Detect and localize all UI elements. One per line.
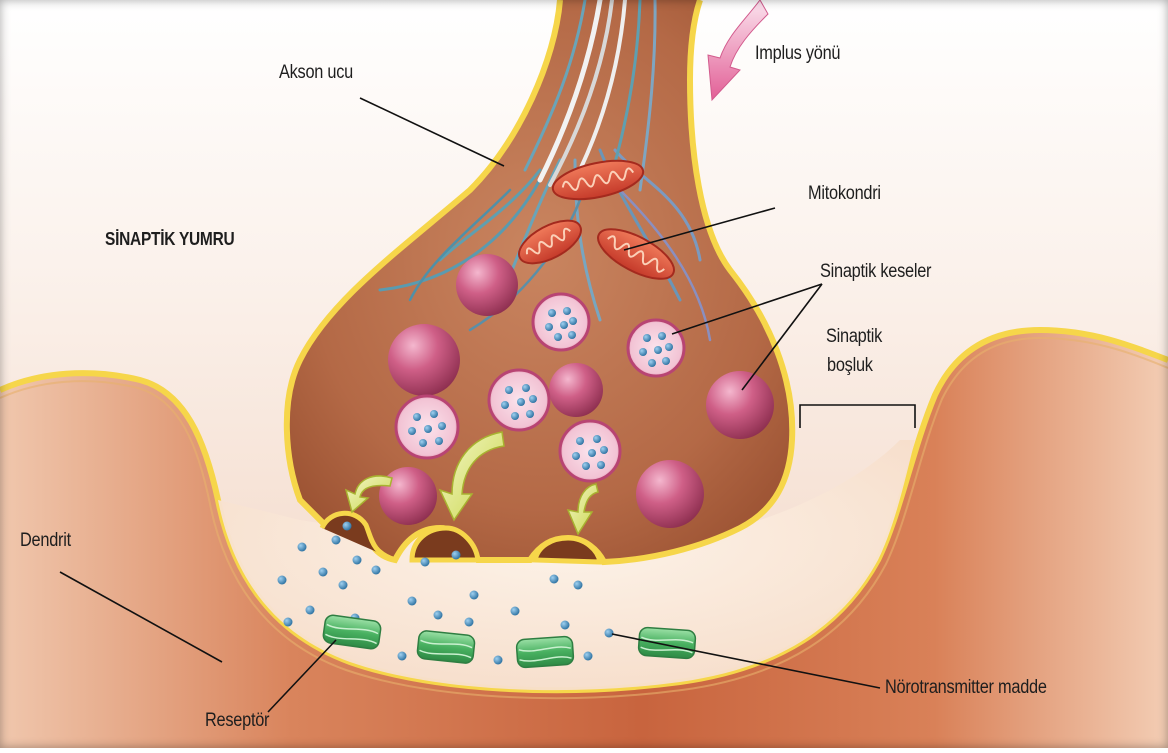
label-impuls-yonu: Implus yönü (755, 43, 840, 65)
label-sinaptik-bosluk-line1: Sinaptik (826, 326, 882, 348)
label-mitokondri: Mitokondri (808, 183, 881, 205)
label-akson-ucu: Akson ucu (279, 62, 353, 84)
label-reseptor: Reseptör (205, 710, 269, 732)
label-norotransmitter: Nörotransmitter madde (885, 677, 1047, 699)
label-sinaptik-yumru: SİNAPTİK YUMRU (105, 229, 234, 250)
label-sinaptik-bosluk-line2: boşluk (827, 355, 873, 377)
label-dendrit: Dendrit (20, 530, 71, 552)
label-sinaptik-keseler: Sinaptik keseler (820, 261, 931, 283)
